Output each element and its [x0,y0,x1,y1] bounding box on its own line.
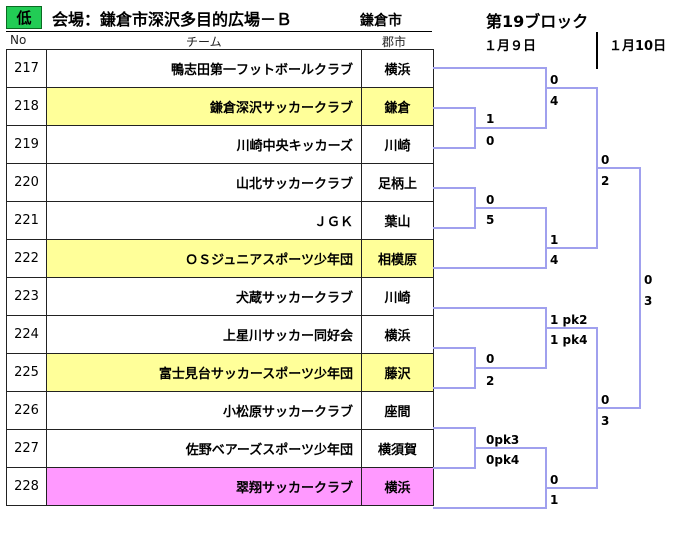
team-city: 川崎 [361,125,434,164]
date-day2: １月10日 [609,39,667,54]
score-r2a-top: 0 [550,73,559,87]
team-name: 犬蔵サッカークラブ [46,277,362,316]
venue-title: 会場：鎌倉市深沢多目的広場－Ｂ [52,10,293,29]
date-day1: １月９日 [484,39,537,54]
team-name: 鴨志田第一フットボールクラブ [46,49,362,88]
team-name: 翠翔サッカークラブ [46,467,362,506]
team-number: 222 [6,239,47,278]
low-grade-badge: 低 [6,6,42,29]
score-m3-bottom: 2 [486,374,495,388]
team-city: 相模原 [361,239,434,278]
team-city: 横須賀 [361,429,434,468]
score-final-bottom: 3 [644,294,653,308]
score-final-top: 0 [644,273,653,287]
score-m1-top: 1 [486,112,495,126]
team-city: 川崎 [361,277,434,316]
score-sf1-top: 0 [601,153,610,167]
team-number: 228 [6,467,47,506]
team-number: 218 [6,87,47,126]
team-name: 富士見台サッカースポーツ少年団 [46,353,362,392]
team-name: 佐野ベアーズスポーツ少年団 [46,429,362,468]
team-number: 227 [6,429,47,468]
column-header-team: チーム [186,35,222,49]
score-m2-bottom: 5 [486,213,495,227]
team-number: 220 [6,163,47,202]
column-header-city: 郡市 [382,35,407,49]
score-sf1-bottom: 2 [601,174,610,188]
score-r2b-bottom: 4 [550,253,559,267]
score-m4-bottom: 0pk4 [486,453,520,467]
team-number: 217 [6,49,47,88]
team-number: 225 [6,353,47,392]
team-number: 224 [6,315,47,354]
team-city: 横浜 [361,49,434,88]
team-city: 足柄上 [361,163,434,202]
score-r2b-top: 1 [550,233,559,247]
team-city: 葉山 [361,201,434,240]
date-divider [596,32,598,69]
bracket-line-r2b [433,207,547,269]
team-name: ＯＳジュニアスポーツ少年団 [46,239,362,278]
score-r2c-bottom: 1 pk4 [550,333,588,347]
score-r2d-bottom: 1 [550,493,559,507]
score-sf2-bottom: 3 [601,414,610,428]
team-city: 横浜 [361,467,434,506]
team-city: 鎌倉 [361,87,434,126]
bracket-line-m1 [433,107,476,149]
bracket-line-m4 [433,427,476,469]
bracket-line-sf1 [546,87,598,249]
team-number: 221 [6,201,47,240]
team-name: 川崎中央キッカーズ [46,125,362,164]
bracket-line-sf2 [546,327,598,489]
score-m3-top: 0 [486,352,495,366]
score-sf2-top: 0 [601,393,610,407]
score-r2a-bottom: 4 [550,94,559,108]
score-m2-top: 0 [486,193,495,207]
team-name: 小松原サッカークラブ [46,391,362,430]
bracket-line-r2d [433,447,547,509]
host-city: 鎌倉市 [360,13,402,29]
team-city: 座間 [361,391,434,430]
bracket-line-r2a [433,67,547,129]
team-name: 鎌倉深沢サッカークラブ [46,87,362,126]
score-m1-bottom: 0 [486,134,495,148]
score-r2c-top: 1 pk2 [550,313,588,327]
team-number: 226 [6,391,47,430]
score-m4-top: 0pk3 [486,433,520,447]
team-number: 223 [6,277,47,316]
bracket-line-r2c [433,307,547,369]
bracket-line-m2 [433,187,476,229]
team-city: 横浜 [361,315,434,354]
block-title: 第19ブロック [486,12,589,31]
bracket-line-m3 [433,347,476,389]
title-underline [6,31,432,32]
bracket-line-final [597,167,641,409]
column-header-no: No [10,33,27,47]
score-r2d-top: 0 [550,473,559,487]
team-name: ＪＧＫ [46,201,362,240]
